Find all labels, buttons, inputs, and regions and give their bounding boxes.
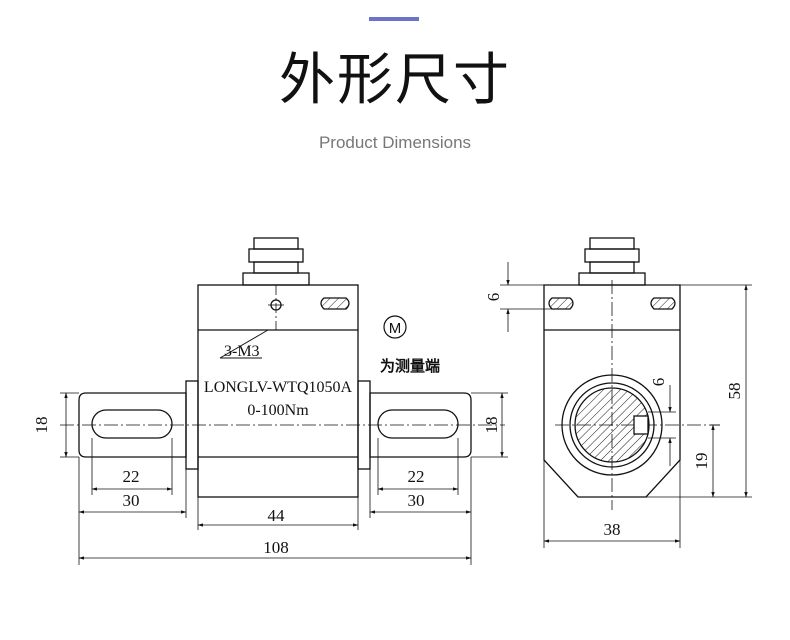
model-label: LONGLV-WTQ1050A [204, 379, 353, 396]
measure-mark: M [383, 315, 407, 339]
dim-keyway-left: 22 [123, 467, 140, 486]
thread-callout: 3-M3 [224, 343, 260, 360]
front-view [60, 237, 508, 565]
measure-symbol: M [389, 320, 402, 337]
left-keyway [91, 409, 173, 439]
dim-total-length: 108 [263, 538, 289, 557]
front-slot [320, 297, 350, 310]
dim-body-length: 44 [268, 506, 286, 525]
accent-bar [369, 17, 419, 21]
connector [242, 237, 310, 286]
dim-height: 58 [725, 383, 744, 400]
side-connector [578, 237, 646, 286]
dim-shaft-diameter-left: 18 [32, 417, 51, 434]
side-slot-right [650, 297, 676, 310]
dim-key-width: 6 [649, 378, 668, 387]
dim-shaft-diameter-right: 18 [482, 417, 501, 434]
dim-center-height: 19 [692, 453, 711, 470]
side-view [500, 237, 752, 548]
side-shaft-section [574, 387, 650, 463]
left-shaft [78, 392, 187, 458]
side-bore-outer [561, 374, 663, 476]
dim-width: 38 [604, 520, 621, 539]
range-label: 0-100Nm [247, 402, 309, 419]
right-keyway [377, 409, 459, 439]
side-bore-inner [569, 382, 655, 468]
measure-note: 为测量端 [380, 357, 440, 375]
side-key [633, 415, 649, 435]
dim-shaft-left: 30 [123, 491, 140, 510]
dim-slot-height: 6 [484, 293, 503, 302]
page-title: 外形尺寸 [279, 48, 511, 113]
dim-shaft-right: 30 [408, 491, 425, 510]
dim-keyway-right: 22 [408, 467, 425, 486]
side-slot-left [548, 297, 574, 310]
page-subtitle: Product Dimensions [318, 133, 472, 152]
right-shaft [369, 392, 472, 458]
